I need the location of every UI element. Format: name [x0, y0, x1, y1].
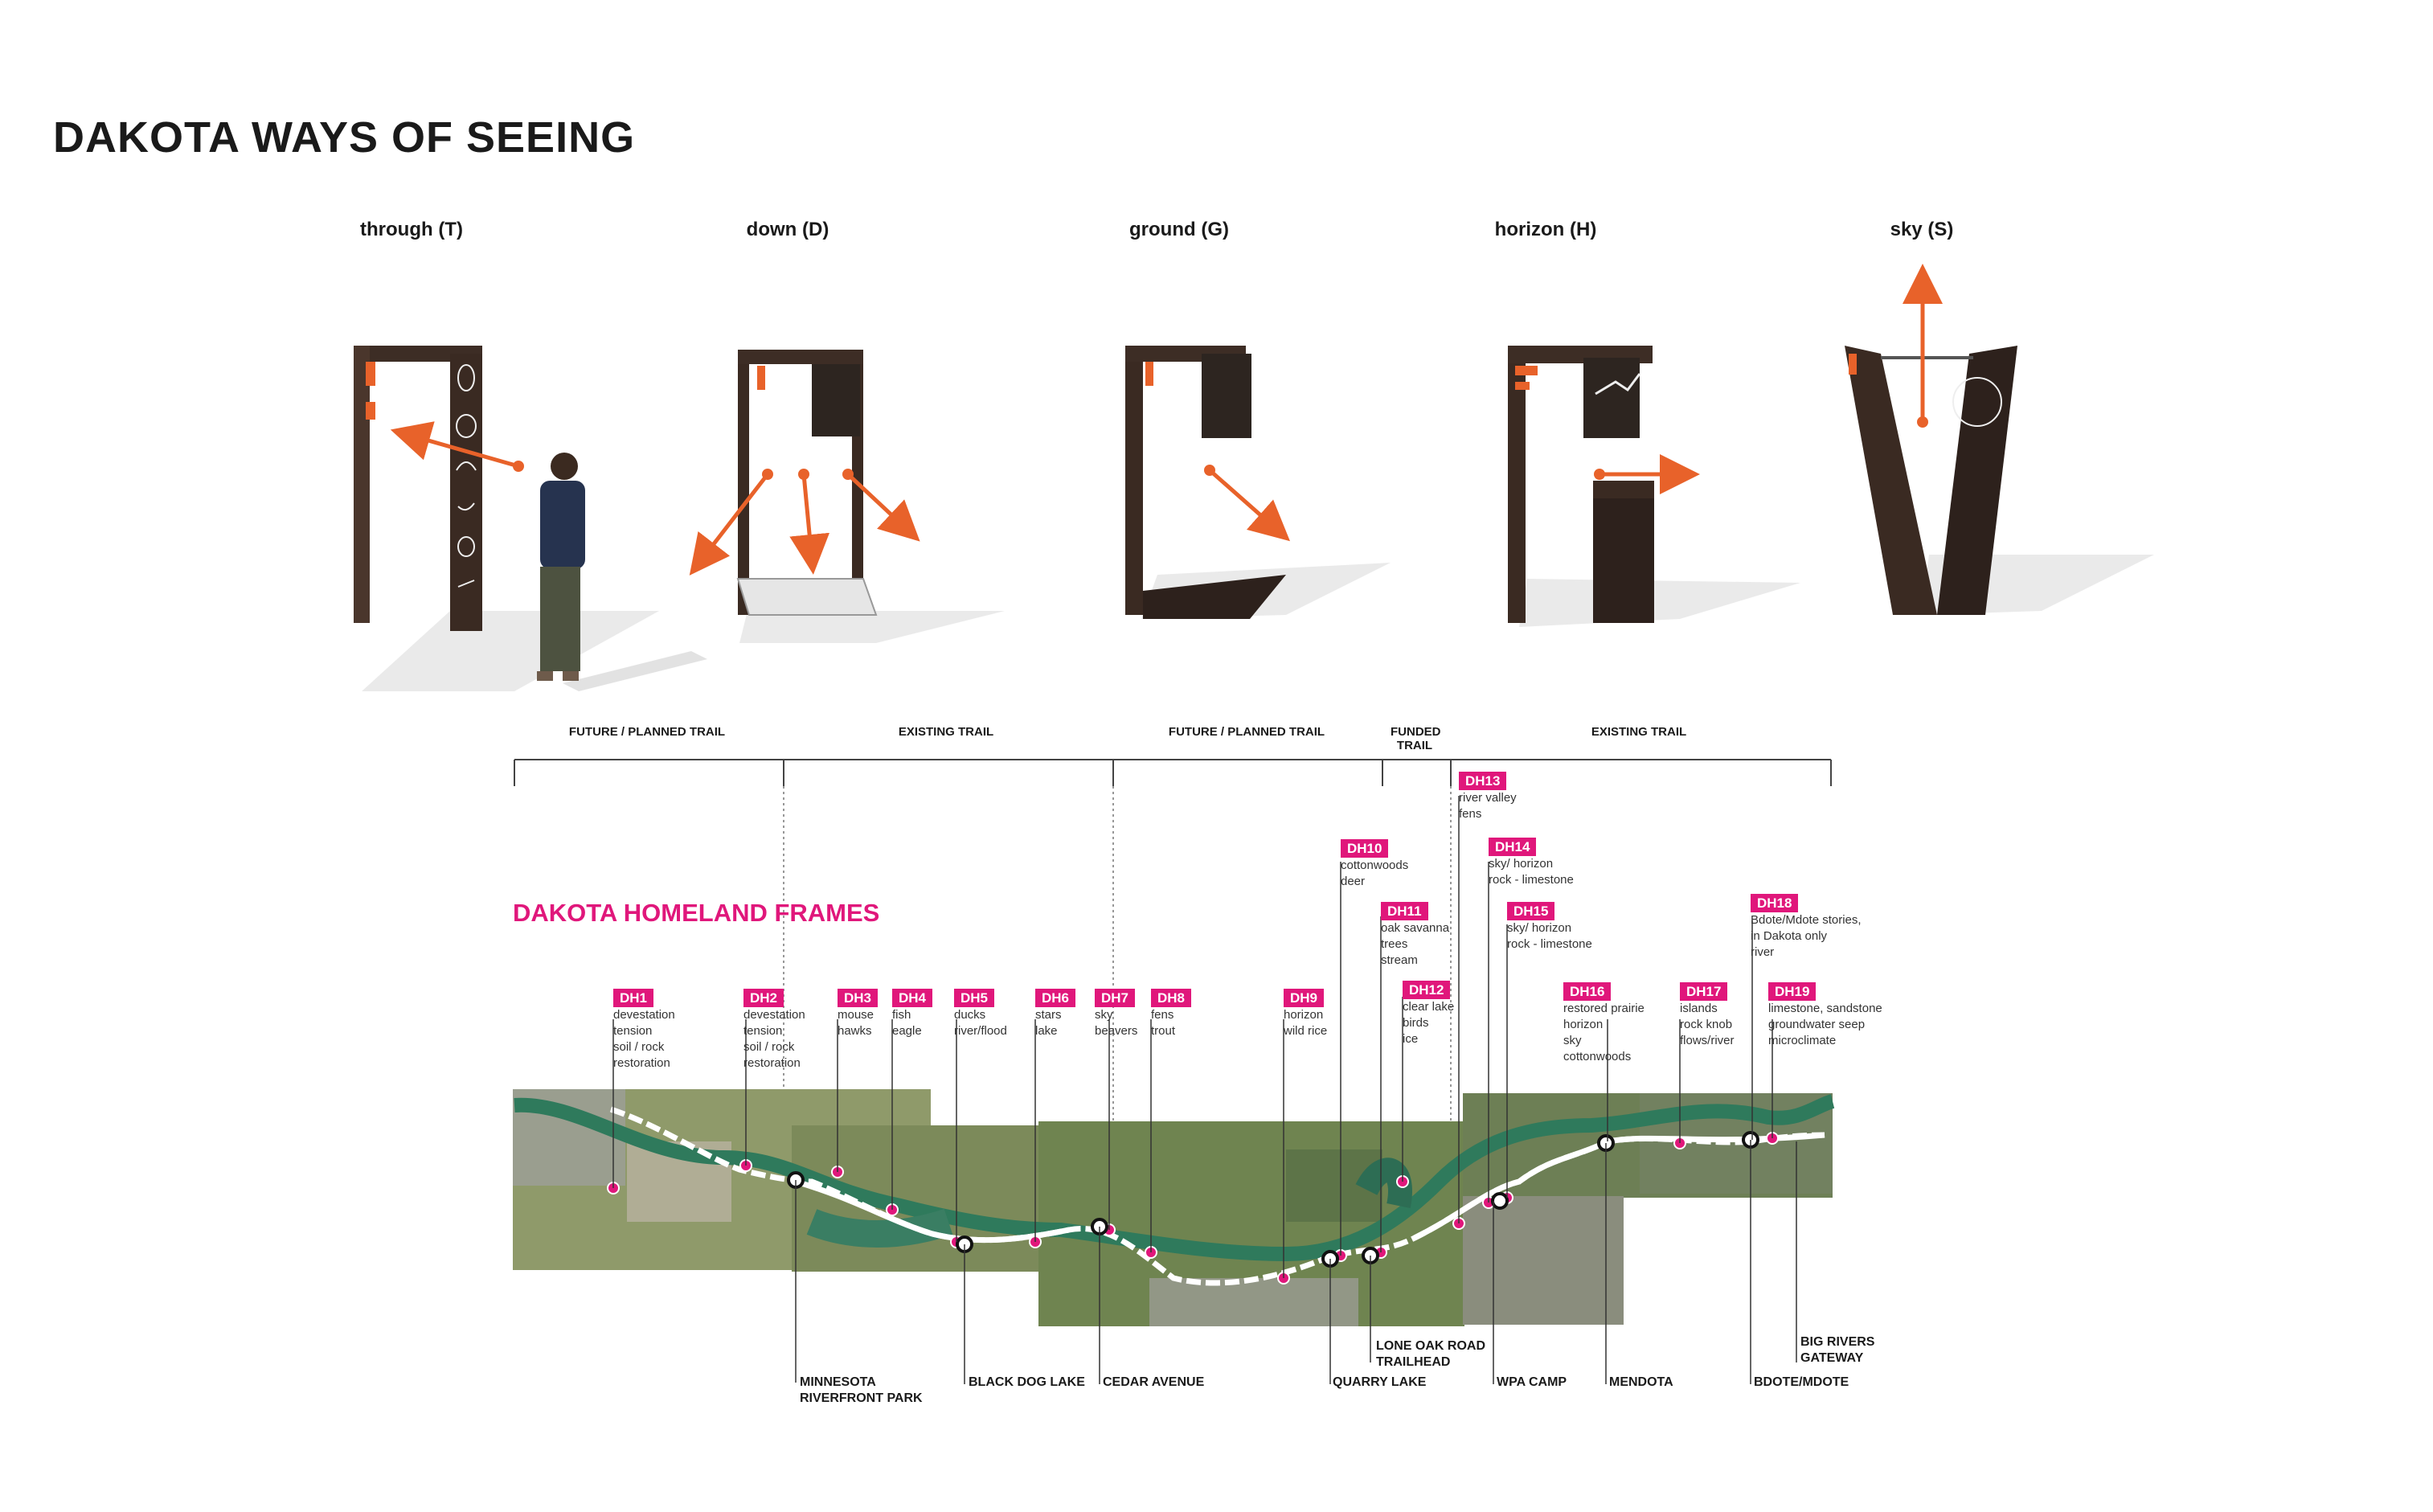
- view-label-ground: ground (G): [1129, 219, 1229, 240]
- frame-tag: DH13: [1459, 772, 1507, 790]
- frame-tag: DH5: [954, 989, 995, 1007]
- frame-desc: ducks river/flood: [954, 1008, 1007, 1038]
- frame-tag: DH17: [1680, 982, 1728, 1001]
- frame-tag: DH8: [1151, 989, 1192, 1007]
- frame-tag: DH4: [892, 989, 933, 1007]
- frame-desc: stars lake: [1035, 1008, 1062, 1038]
- frame-tag: DH19: [1768, 982, 1817, 1001]
- segment-label-5: EXISTING TRAIL: [1591, 725, 1687, 739]
- frame-desc: sky/ horizon rock - limestone: [1507, 921, 1592, 951]
- segment-label-2: EXISTING TRAIL: [898, 725, 994, 739]
- segment-label-4-text: FUNDED TRAIL: [1391, 725, 1441, 752]
- frame-desc: devestation tension soil / rock restorat…: [743, 1008, 805, 1070]
- frame-desc: Bdote/Mdote stories, in Dakota only rive…: [1751, 913, 1862, 959]
- frame-illustrations: [354, 264, 2154, 691]
- frame-horizon: [1508, 346, 1800, 627]
- frame-sky: [1845, 264, 2154, 615]
- frame-tag: DH9: [1284, 989, 1325, 1007]
- frame-desc: restored prairie horizon sky cottonwoods: [1563, 1002, 1645, 1063]
- frame-desc: sky beavers: [1095, 1008, 1138, 1038]
- place-black-dog-lake: BLACK DOG LAKE: [969, 1375, 1085, 1389]
- place-leaders: [795, 1140, 1797, 1384]
- segment-label-3: FUTURE / PLANNED TRAIL: [1168, 725, 1325, 739]
- frame-tag: DH11: [1381, 902, 1428, 920]
- frame-desc: cottonwoods deer: [1341, 858, 1409, 888]
- place-cedar-avenue: CEDAR AVENUE: [1103, 1375, 1205, 1389]
- frame-desc: horizon wild rice: [1284, 1008, 1328, 1038]
- frame-tag: DH16: [1563, 982, 1612, 1001]
- frame-desc: mouse hawks: [838, 1008, 874, 1038]
- view-label-down: down (D): [746, 219, 829, 240]
- frame-desc: fish eagle: [892, 1008, 922, 1038]
- view-label-horizon: horizon (H): [1494, 219, 1597, 240]
- aerial-map: [513, 1089, 1835, 1326]
- frame-desc: fens trout: [1151, 1008, 1176, 1038]
- segment-label-1: FUTURE / PLANNED TRAIL: [568, 725, 726, 739]
- trail-bracket: [514, 759, 1832, 786]
- frame-tag: DH14: [1489, 838, 1537, 856]
- place-bdote-mdote: BDOTE/MDOTE: [1754, 1375, 1849, 1389]
- place-big-rivers-gateway: BIG RIVERS GATEWAY: [1800, 1335, 1875, 1365]
- frame-desc: devestation tension soil / rock restorat…: [613, 1008, 675, 1070]
- place-minnesota-riverfront-park: MINNESOTA RIVERFRONT PARK: [800, 1375, 923, 1405]
- view-label-through: through (T): [360, 219, 463, 240]
- frame-desc: islands rock knob flows/river: [1680, 1002, 1735, 1047]
- place-quarry-lake: QUARRY LAKE: [1333, 1375, 1427, 1389]
- frame-through: [354, 346, 659, 691]
- frame-tag: DH15: [1507, 902, 1555, 920]
- frame-desc: limestone, sandstone groundwater seep mi…: [1768, 1002, 1882, 1047]
- page-title: DAKOTA WAYS OF SEEING: [53, 113, 636, 162]
- frame-desc: oak savanna trees stream: [1381, 921, 1450, 967]
- frame-down: [689, 350, 1005, 643]
- frame-ground: [1125, 346, 1391, 619]
- frame-tag: DH7: [1095, 989, 1136, 1007]
- dh-leaders: [612, 796, 1773, 1278]
- frame-desc: sky/ horizon rock - limestone: [1489, 857, 1574, 887]
- frame-desc: river valley fens: [1459, 791, 1517, 821]
- place-wpa-camp: WPA CAMP: [1497, 1375, 1567, 1389]
- place-lone-oak-road-trailhead: LONE OAK ROAD TRAILHEAD: [1376, 1339, 1485, 1369]
- frame-tag: DH6: [1035, 989, 1076, 1007]
- frame-tag: DH1: [613, 989, 654, 1007]
- frame-tag: DH2: [743, 989, 784, 1007]
- view-label-sky: sky (S): [1890, 219, 1954, 240]
- segment-label-4: FUNDED TRAIL: [1310, 725, 1519, 752]
- person-figure: [537, 453, 707, 691]
- frame-desc: clear lake birds ice: [1403, 1000, 1455, 1046]
- frame-tag: DH18: [1751, 894, 1799, 912]
- frame-tag: DH3: [838, 989, 879, 1007]
- section-title: DAKOTA HOMELAND FRAMES: [513, 899, 880, 927]
- place-mendota: MENDOTA: [1609, 1375, 1673, 1389]
- frame-tag: DH12: [1403, 981, 1451, 999]
- frame-tag: DH10: [1341, 839, 1389, 858]
